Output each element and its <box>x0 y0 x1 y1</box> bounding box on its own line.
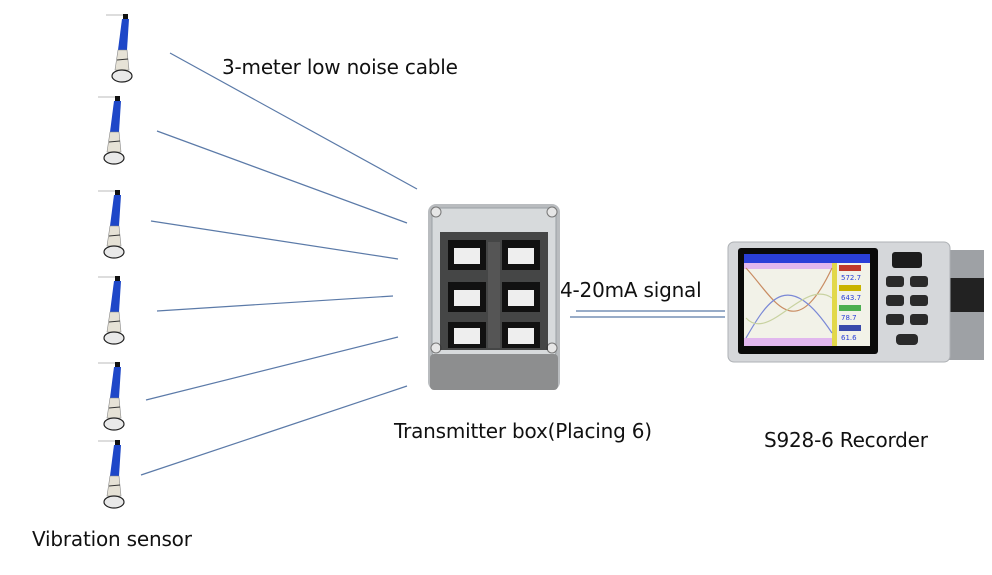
channel-reading-4: 61.6 <box>841 334 857 342</box>
cable-label: 3-meter low noise cable <box>222 55 458 79</box>
sensor-label: Vibration sensor <box>32 527 192 551</box>
esc-button[interactable] <box>886 276 904 287</box>
cable-6 <box>140 385 408 476</box>
vibration-sensor-2 <box>96 96 132 170</box>
vibration-sensor-1 <box>104 14 140 88</box>
vibration-sensor-4 <box>96 276 132 350</box>
channel-reading-2: 643.7 <box>841 294 861 302</box>
channel-tag-3 <box>839 305 861 311</box>
channel-reading-3: 78.7 <box>841 314 857 322</box>
recorder-keypad <box>886 276 928 345</box>
transmitter-label: Transmitter box(Placing 6) <box>394 419 652 443</box>
enter-button[interactable] <box>896 334 918 345</box>
signal-label: 4-20mA signal <box>560 278 702 302</box>
recorder-device: 572.7 643.7 78.7 61.6 <box>727 241 984 363</box>
cable-3 <box>150 220 399 260</box>
left-button[interactable] <box>886 295 904 306</box>
up-button[interactable] <box>886 314 904 325</box>
vibration-sensor-6 <box>96 440 132 514</box>
vibration-sensor-3 <box>96 190 132 264</box>
vibration-sensor-5 <box>96 362 132 436</box>
transmitter-module-grid <box>448 240 540 348</box>
menu-button[interactable] <box>910 276 928 287</box>
transmitter-box <box>428 204 560 390</box>
channel-tag-4 <box>839 325 861 331</box>
channel-reading-1: 572.7 <box>841 274 861 282</box>
cable-5 <box>145 336 399 401</box>
cable-4 <box>156 295 394 312</box>
recorder-label: S928-6 Recorder <box>764 428 928 452</box>
down-button[interactable] <box>910 314 928 325</box>
cable-1 <box>169 52 418 190</box>
channel-tag-2 <box>839 285 861 291</box>
right-button[interactable] <box>910 295 928 306</box>
cable-2 <box>156 130 408 224</box>
channel-tag-1 <box>839 265 861 271</box>
